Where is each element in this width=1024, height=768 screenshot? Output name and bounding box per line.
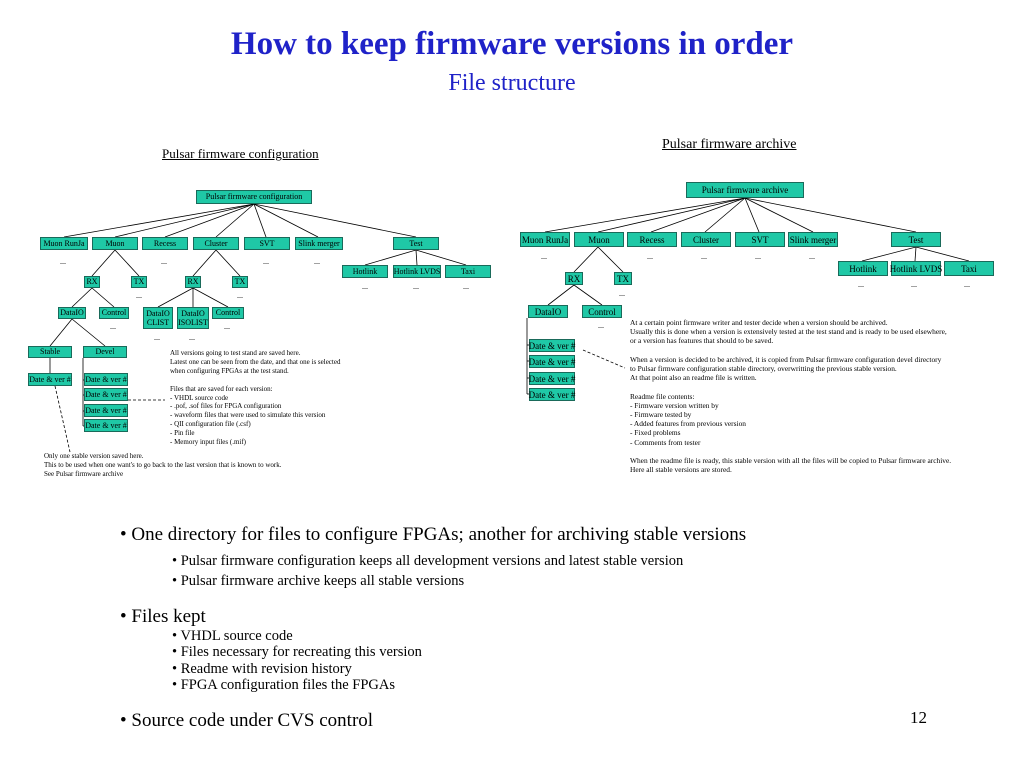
config-node-slink-merger: Slink merger bbox=[295, 237, 343, 250]
archive-version: Date & ver # bbox=[528, 339, 576, 352]
config-devel-version: Date & ver # bbox=[84, 373, 128, 386]
ellipsis: ... bbox=[263, 257, 269, 266]
ellipsis: ... bbox=[619, 289, 625, 298]
config-devel-version: Date & ver # bbox=[84, 404, 128, 417]
config-devel-version: Date & ver # bbox=[84, 419, 128, 432]
slide-title: How to keep firmware versions in order bbox=[230, 26, 794, 62]
config-node-devel: Devel bbox=[83, 346, 127, 358]
sub-bullet-vhdl: • VHDL source code bbox=[172, 628, 293, 644]
bullet-cvs: • Source code under CVS control bbox=[120, 710, 374, 731]
bullet-directories: • One directory for files to configure F… bbox=[120, 524, 747, 545]
archive-node-control: Control bbox=[582, 305, 622, 318]
archive-version: Date & ver # bbox=[528, 355, 576, 368]
stable-note: Only one stable version saved here. This… bbox=[44, 452, 282, 478]
config-devel-version: Date & ver # bbox=[84, 388, 128, 401]
right-diagram-heading: Pulsar firmware archive bbox=[662, 137, 797, 152]
config-root-node: Pulsar firmware configuration bbox=[196, 190, 312, 204]
archive-node-svt: SVT bbox=[735, 232, 785, 247]
archive-note: At a certain point firmware writer and t… bbox=[630, 318, 952, 475]
ellipsis: ... bbox=[60, 257, 66, 266]
sub-bullet-config: • Pulsar firmware configuration keeps al… bbox=[172, 553, 684, 569]
ellipsis: ... bbox=[598, 321, 604, 330]
archive-node-hotlink-lvds: Hotlink LVDS bbox=[890, 261, 942, 276]
config-node-taxi: Taxi bbox=[445, 265, 491, 278]
bullet-files-kept: • Files kept bbox=[120, 606, 206, 627]
config-node-hotlink-lvds: Hotlink LVDS bbox=[393, 265, 441, 278]
archive-node-cluster: Cluster bbox=[681, 232, 731, 247]
sub-bullet-readme: • Readme with revision history bbox=[172, 661, 352, 677]
archive-node-dataio: DataIO bbox=[528, 305, 568, 318]
config-node-hotlink: Hotlink bbox=[342, 265, 388, 278]
left-diagram-heading: Pulsar firmware configuration bbox=[162, 146, 319, 161]
ellipsis: ... bbox=[362, 282, 368, 291]
archive-version: Date & ver # bbox=[528, 388, 576, 401]
ellipsis: ... bbox=[413, 282, 419, 291]
ellipsis: ... bbox=[237, 291, 243, 300]
ellipsis: ... bbox=[647, 252, 653, 261]
ellipsis: ... bbox=[189, 333, 195, 342]
archive-node-test: Test bbox=[891, 232, 941, 247]
archive-node-slink-merger: Slink merger bbox=[788, 232, 838, 247]
archive-node-rx: RX bbox=[565, 272, 583, 285]
diagram-connectors bbox=[49, 197, 970, 453]
config-node-cluster-control: Control bbox=[212, 307, 244, 319]
ellipsis: ... bbox=[809, 252, 815, 261]
config-node-muon-runja: Muon RunJa bbox=[40, 237, 88, 250]
config-node-dataio: DataIO bbox=[58, 307, 86, 319]
ellipsis: ... bbox=[314, 257, 320, 266]
archive-node-taxi: Taxi bbox=[944, 261, 994, 276]
archive-node-recess: Recess bbox=[627, 232, 677, 247]
ellipsis: ... bbox=[161, 257, 167, 266]
config-node-muon-rx: RX bbox=[84, 276, 100, 288]
ellipsis: ... bbox=[136, 291, 142, 300]
config-node-muon: Muon bbox=[92, 237, 138, 250]
config-node-control: Control bbox=[99, 307, 129, 319]
archive-root-node: Pulsar firmware archive bbox=[686, 182, 804, 198]
config-node-recess: Recess bbox=[142, 237, 188, 250]
archive-node-tx: TX bbox=[614, 272, 632, 285]
config-stable-version: Date & ver # bbox=[28, 373, 72, 386]
sub-bullet-files-necessary: • Files necessary for recreating this ve… bbox=[172, 644, 422, 660]
config-node-cluster: Cluster bbox=[193, 237, 239, 250]
config-node-cluster-tx: TX bbox=[232, 276, 248, 288]
config-node-test: Test bbox=[393, 237, 439, 250]
ellipsis: ... bbox=[701, 252, 707, 261]
ellipsis: ... bbox=[911, 280, 917, 289]
archive-node-muon-runja: Muon RunJa bbox=[520, 232, 570, 247]
archive-version: Date & ver # bbox=[528, 372, 576, 385]
ellipsis: ... bbox=[755, 252, 761, 261]
config-node-dataio-isolist: DataIO ISOLIST bbox=[177, 307, 209, 329]
slide-subtitle: File structure bbox=[448, 70, 576, 96]
archive-node-hotlink: Hotlink bbox=[838, 261, 888, 276]
versions-note: All versions going to test stand are sav… bbox=[170, 349, 341, 447]
sub-bullet-fpga-config: • FPGA configuration files the FPGAs bbox=[172, 677, 395, 693]
archive-node-muon: Muon bbox=[574, 232, 624, 247]
ellipsis: ... bbox=[858, 280, 864, 289]
ellipsis: ... bbox=[541, 252, 547, 261]
ellipsis: ... bbox=[110, 322, 116, 331]
config-node-svt: SVT bbox=[244, 237, 290, 250]
ellipsis: ... bbox=[964, 280, 970, 289]
page-number: 12 bbox=[910, 708, 927, 727]
config-node-muon-tx: TX bbox=[131, 276, 147, 288]
config-node-dataio-clist: DataIO CLIST bbox=[143, 307, 173, 329]
ellipsis: ... bbox=[463, 282, 469, 291]
config-node-cluster-rx: RX bbox=[185, 276, 201, 288]
config-node-stable: Stable bbox=[28, 346, 72, 358]
sub-bullet-archive: • Pulsar firmware archive keeps all stab… bbox=[172, 573, 465, 589]
ellipsis: ... bbox=[224, 322, 230, 331]
ellipsis: ... bbox=[154, 333, 160, 342]
